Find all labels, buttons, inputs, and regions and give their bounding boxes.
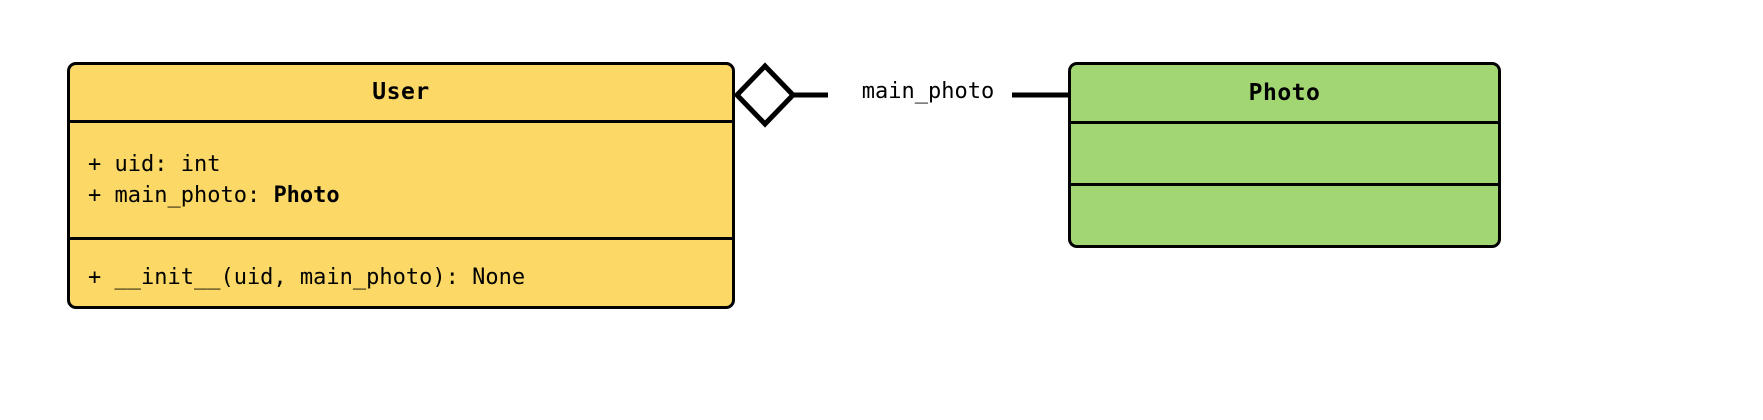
class-title-compartment-photo: Photo bbox=[1071, 65, 1498, 121]
class-title-compartment-user: User bbox=[70, 65, 732, 120]
attribute-row: + uid: int bbox=[88, 149, 732, 180]
association-label-main-photo: main_photo bbox=[861, 79, 995, 104]
operation-text-init: + __init__(uid, main_photo): None bbox=[88, 265, 526, 290]
operation-row: + __init__(uid, main_photo): None bbox=[88, 262, 732, 293]
class-attributes-compartment-user: + uid: int + main_photo: Photo bbox=[70, 120, 732, 237]
class-attributes-compartment-photo bbox=[1071, 121, 1498, 183]
class-operations-compartment-photo bbox=[1071, 183, 1498, 245]
class-box-user[interactable]: User + uid: int + main_photo: Photo + __… bbox=[67, 62, 735, 309]
attribute-type-photo: Photo bbox=[273, 183, 340, 209]
class-name-user: User bbox=[372, 79, 430, 105]
class-box-photo[interactable]: Photo bbox=[1068, 62, 1501, 248]
attribute-text-main-photo: + main_photo: bbox=[88, 183, 274, 209]
class-name-photo: Photo bbox=[1248, 79, 1321, 106]
attribute-text-uid: + uid: int bbox=[88, 152, 221, 177]
aggregation-diamond-icon bbox=[733, 62, 797, 128]
attribute-row: + main_photo: Photo bbox=[88, 180, 732, 211]
class-operations-compartment-user: + __init__(uid, main_photo): None bbox=[70, 237, 732, 306]
